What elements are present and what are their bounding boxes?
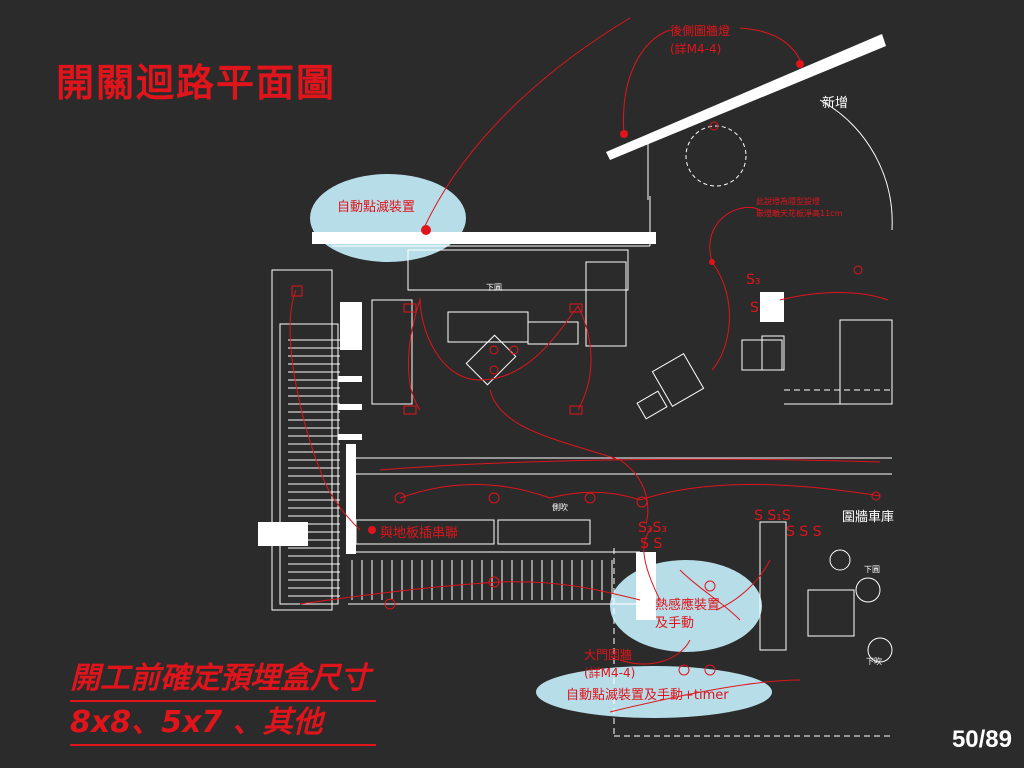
ceiling-note-2: 嵌燈離天花板淨高11cm bbox=[756, 209, 843, 218]
garage-wall-label: 圍牆車庫 bbox=[842, 510, 895, 525]
auto-timer-label: 自動點滅裝置及手動+timer bbox=[566, 688, 729, 703]
manual-label: 及手動 bbox=[655, 616, 695, 631]
bubble-auto-dimmer bbox=[310, 174, 466, 262]
note-line-2: 8x8、5x7 、其他 bbox=[70, 702, 376, 746]
down-label-3: 下吹 bbox=[866, 657, 882, 666]
switches-group-d: S S S bbox=[786, 524, 822, 540]
auto-dimmer-label: 自動點滅裝置 bbox=[337, 200, 416, 215]
rear-wall-light-label: 後側圖牆燈 bbox=[670, 24, 731, 38]
gate-light-label: 大門圍牆 bbox=[584, 648, 633, 662]
note-line-1: 開工前確定預埋盒尺寸 bbox=[70, 658, 376, 702]
down-label-1: 下圓 bbox=[486, 283, 502, 292]
switch-s3-upper: S₃ bbox=[746, 272, 761, 288]
switches-group-c: S S₁S bbox=[754, 508, 791, 524]
pre-work-notes: 開工前確定預埋盒尺寸 8x8、5x7 、其他 bbox=[70, 658, 376, 746]
floor-socket-label: 與地板插串聯 bbox=[380, 526, 459, 541]
new-add-label: 新增 bbox=[822, 96, 849, 111]
page-number: 50/89 bbox=[951, 726, 1012, 753]
side-blow-label: 側吹 bbox=[552, 503, 568, 512]
switches-group-a: S₃S₃ bbox=[638, 520, 667, 536]
down-label-2: 下圓 bbox=[864, 565, 880, 574]
page-title: 開關迴路平面圖 bbox=[56, 61, 337, 105]
bubble-auto-timer bbox=[536, 666, 772, 718]
switch-s-upper: S bbox=[750, 300, 759, 316]
rear-wall-light-ref: (詳M4-4) bbox=[670, 42, 722, 56]
heat-sensor-label: 熱感應裝置 bbox=[655, 598, 721, 613]
switches-group-b: S S bbox=[640, 536, 663, 552]
ceiling-note-1: 此說燈為隱型設燈 bbox=[756, 197, 820, 206]
gate-light-ref: (詳M4-4) bbox=[584, 666, 636, 680]
